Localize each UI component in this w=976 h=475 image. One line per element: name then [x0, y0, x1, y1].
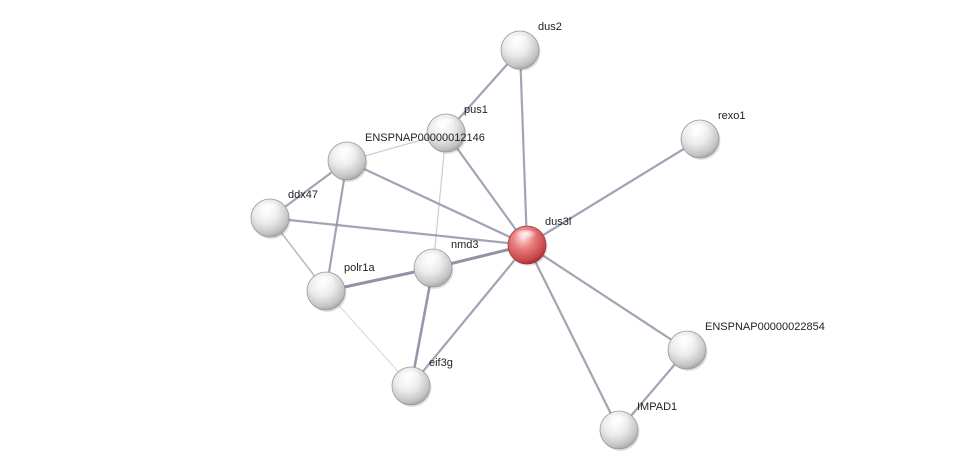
node-highlight: [434, 118, 456, 130]
node-nmd3[interactable]: nmd3: [413, 239, 479, 289]
node-highlight: [314, 276, 336, 288]
node-highlight: [399, 371, 421, 383]
edge-ddx47-dus3l: [268, 216, 529, 247]
node-ddx47[interactable]: ddx47: [250, 189, 318, 239]
node-ENSPNAP00000012146[interactable]: ENSPNAP00000012146: [327, 132, 485, 182]
edge-pus1-nmd3: [432, 132, 447, 269]
node-label-rexo1: rexo1: [718, 110, 746, 122]
node-dus2[interactable]: dus2: [500, 21, 562, 71]
node-polr1a[interactable]: polr1a: [306, 262, 375, 312]
edge-nmd3-eif3g: [409, 266, 435, 388]
edge-polr1a-eif3g: [325, 290, 412, 387]
node-highlight: [335, 146, 357, 158]
node-label-polr1a: polr1a: [344, 262, 375, 274]
node-highlight: [607, 415, 629, 427]
node-dus3l[interactable]: dus3l: [507, 216, 571, 266]
edge-ENSPNAP00000012146-dus3l: [345, 159, 529, 247]
node-label-ddx47: ddx47: [288, 189, 318, 201]
node-label-eif3g: eif3g: [429, 357, 453, 369]
node-label-ENSPNAP00000012146: ENSPNAP00000012146: [365, 132, 485, 144]
node-highlight: [675, 335, 697, 347]
edge-pus1-dus3l: [444, 131, 529, 247]
node-IMPAD1[interactable]: IMPAD1: [599, 401, 677, 451]
edge-dus2-dus3l: [518, 48, 529, 247]
node-highlight: [508, 35, 530, 47]
node-label-IMPAD1: IMPAD1: [637, 401, 677, 413]
node-highlight: [688, 124, 710, 136]
node-highlight: [421, 253, 443, 265]
edge-dus3l-IMPAD1: [525, 243, 621, 432]
node-highlight: [515, 230, 537, 242]
edge-rexo1-dus3l: [525, 137, 702, 247]
edge-dus3l-eif3g: [409, 243, 529, 388]
node-eif3g[interactable]: eif3g: [391, 357, 453, 407]
node-label-nmd3: nmd3: [451, 239, 479, 251]
node-ENSPNAP00000022854[interactable]: ENSPNAP00000022854: [667, 321, 825, 371]
node-highlight: [258, 203, 280, 215]
node-label-pus1: pus1: [464, 104, 488, 116]
node-label-dus2: dus2: [538, 21, 562, 33]
node-rexo1[interactable]: rexo1: [680, 110, 746, 160]
node-label-dus3l: dus3l: [545, 216, 571, 228]
edge-dus3l-ENSPNAP00000022854: [525, 243, 689, 352]
node-label-ENSPNAP00000022854: ENSPNAP00000022854: [705, 321, 825, 333]
node-pus1[interactable]: pus1: [426, 104, 488, 154]
